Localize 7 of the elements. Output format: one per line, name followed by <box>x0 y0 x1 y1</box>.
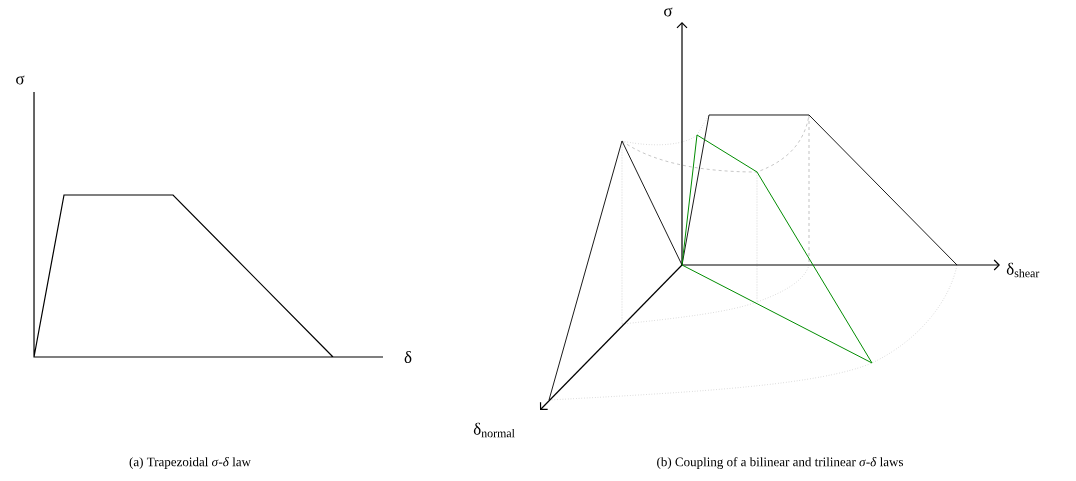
axis-label: δ$_{shear}$ <box>1006 262 1040 278</box>
axis-label: σ <box>664 7 673 17</box>
axis-label: σ <box>16 75 25 85</box>
axis-label: δ$_{normal}$ <box>473 422 515 438</box>
caption: (a) Trapezoidal σ-δ law <box>129 457 251 469</box>
caption: (b) Coupling of a bilinear and trilinear σ-δ laws <box>657 457 903 469</box>
axis-label: δ <box>404 351 412 363</box>
